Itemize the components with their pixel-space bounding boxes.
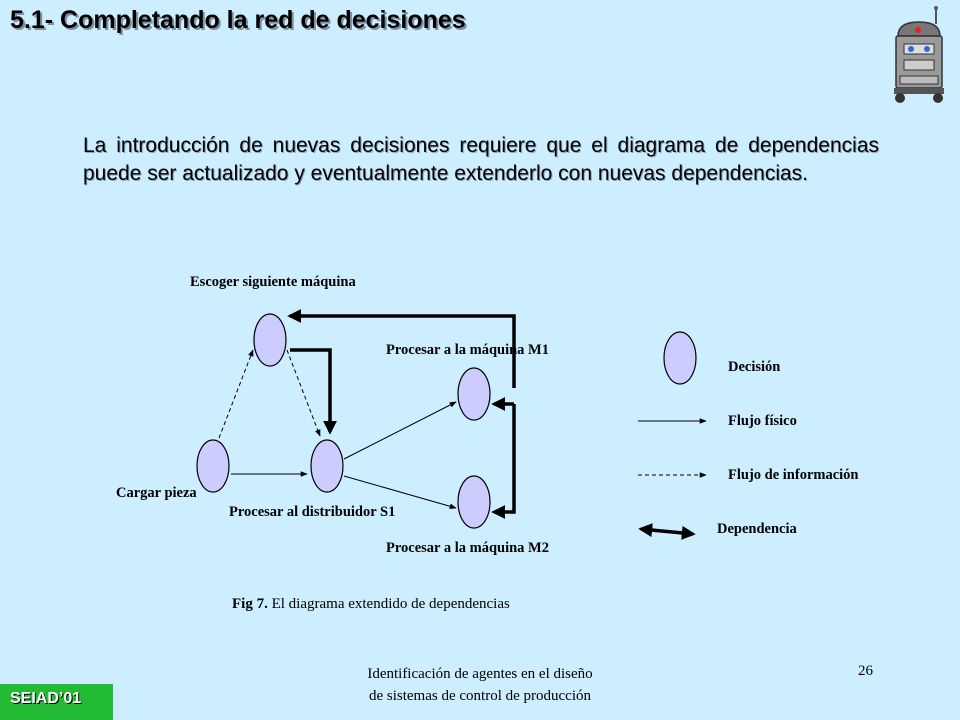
label-escoger: Escoger siguiente máquina bbox=[190, 274, 356, 290]
node-cargar bbox=[196, 439, 230, 493]
legend-decision-symbol bbox=[663, 331, 697, 385]
legend-dependency-label: Dependencia bbox=[717, 521, 798, 537]
dependency-arrow-m2-stub bbox=[491, 404, 516, 519]
legend-info-label: Flujo de información bbox=[728, 467, 859, 483]
page-number: 26 bbox=[858, 663, 873, 679]
robot-icon bbox=[894, 6, 944, 103]
label-m1: Procesar a la máquina M1 bbox=[386, 342, 549, 358]
intro-paragraph: La introducción de nuevas decisiones req… bbox=[83, 134, 879, 185]
caption-text: El diagrama extendido de dependencias bbox=[267, 596, 510, 612]
node-m2 bbox=[457, 475, 491, 529]
physical-flow-distribuidor-m2 bbox=[343, 475, 457, 509]
node-distribuidor bbox=[310, 439, 344, 493]
node-m1 bbox=[457, 367, 491, 421]
physical-flow-distribuidor-m1 bbox=[343, 401, 457, 460]
footer-title: Identificación de agentes en el diseño d… bbox=[330, 663, 630, 707]
info-flow-cargar-escoger bbox=[218, 349, 254, 439]
dependency-arrow-escoger-distribuidor bbox=[290, 348, 337, 435]
label-m2: Procesar a la máquina M2 bbox=[386, 540, 549, 556]
legend-dependency-symbol bbox=[638, 523, 696, 540]
label-distribuidor: Procesar al distribuidor S1 bbox=[229, 504, 395, 520]
label-cargar: Cargar pieza bbox=[116, 485, 197, 501]
figure-caption: Fig 7. El diagrama extendido de dependen… bbox=[232, 596, 510, 613]
legend-decision-label: Decisión bbox=[728, 359, 780, 375]
dependency-arrow-escoger-m-loop bbox=[287, 309, 516, 388]
node-escoger bbox=[253, 313, 287, 367]
slide-title: 5.1- Completando la red de decisiones bbox=[10, 6, 466, 34]
footer-line-1: Identificación de agentes en el diseño bbox=[367, 666, 593, 682]
caption-prefix: Fig 7. bbox=[232, 596, 268, 612]
info-flow-escoger-distribuidor bbox=[286, 349, 321, 437]
footer-line-2: de sistemas de control de producción bbox=[368, 688, 592, 704]
conference-badge: SEIAD’01 bbox=[0, 684, 113, 720]
legend-physical-label: Flujo físico bbox=[728, 413, 797, 429]
